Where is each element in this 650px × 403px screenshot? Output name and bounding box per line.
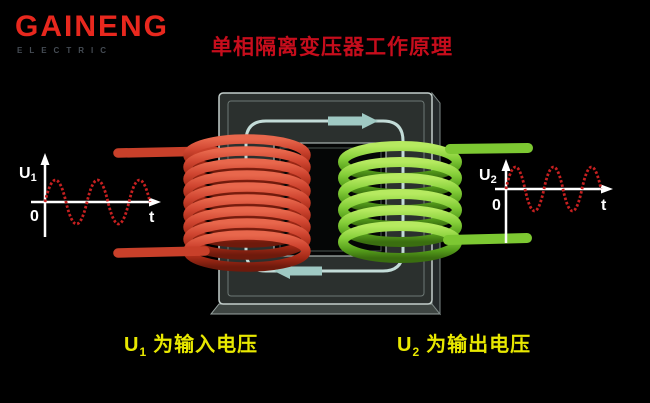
brand-logo: GAINENG ELECTRIC: [15, 12, 169, 55]
secondary-lead-top: [445, 143, 533, 154]
input-voltage-caption: U1 为输入电压: [124, 328, 258, 359]
brand-name: GAINENG: [15, 10, 170, 43]
output-sine-wave: [504, 165, 603, 213]
secondary-lead-bottom: [443, 233, 532, 245]
primary-coil: [113, 134, 311, 272]
left-y-arrow-icon: [40, 153, 50, 165]
primary-lead-top: [113, 146, 220, 158]
right-y-arrow-icon: [501, 159, 511, 171]
right-x-axis-label: t: [601, 197, 607, 214]
input-sine-wave: [43, 178, 152, 226]
primary-turn: [183, 218, 311, 260]
input-caption-sub: 1: [139, 345, 148, 359]
flux-arrow-right-icon: [328, 113, 378, 129]
output-voltage-graph: U2 0 t: [479, 159, 613, 243]
input-caption-base: U: [124, 334, 140, 356]
output-voltage-caption: U2 为输出电压: [397, 328, 531, 359]
primary-turn: [183, 206, 311, 248]
brand-tagline: ELECTRIC: [17, 46, 113, 55]
core-bottom-face: [209, 303, 442, 315]
left-x-arrow-icon: [149, 197, 161, 207]
left-x-axis-label: t: [149, 209, 155, 226]
right-x-arrow-icon: [601, 184, 613, 194]
left-y-axis-label: U1: [19, 165, 37, 184]
output-caption-base: U: [397, 334, 413, 356]
output-caption-sub: 2: [412, 345, 421, 359]
left-origin-label: 0: [30, 208, 39, 225]
flux-path: [244, 119, 405, 273]
output-caption-text: 为输出电压: [426, 334, 532, 356]
input-voltage-graph: U1 0 t: [19, 153, 161, 237]
page-title: 单相隔离变压器工作原理: [211, 36, 453, 59]
input-caption-text: 为输入电压: [153, 334, 259, 356]
right-y-axis-label: U2: [479, 167, 497, 186]
secondary-coil: [338, 141, 533, 263]
right-origin-label: 0: [492, 197, 501, 214]
secondary-turn: [338, 205, 462, 247]
primary-lead-bottom: [113, 246, 210, 258]
